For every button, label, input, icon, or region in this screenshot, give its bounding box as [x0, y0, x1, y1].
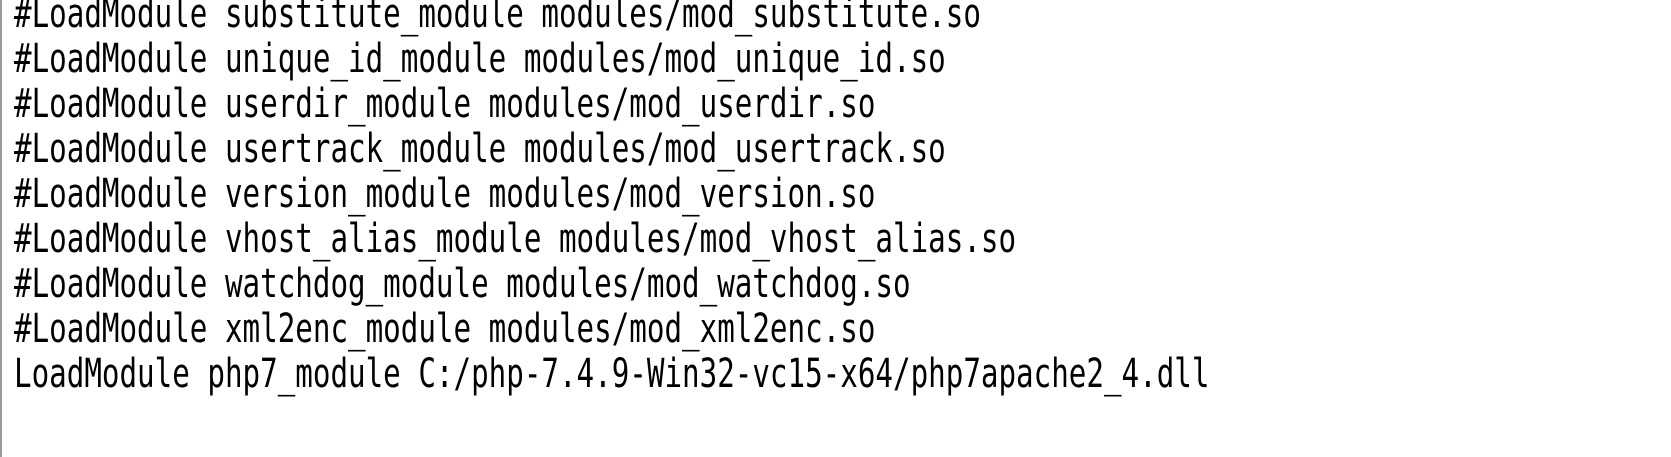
- code-line[interactable]: #LoadModule substitute_module modules/mo…: [14, 0, 981, 37]
- code-line[interactable]: #LoadModule watchdog_module modules/mod_…: [14, 261, 911, 307]
- code-line[interactable]: #LoadModule version_module modules/mod_v…: [14, 171, 876, 217]
- code-line[interactable]: #LoadModule userdir_module modules/mod_u…: [14, 81, 876, 127]
- code-line[interactable]: #LoadModule unique_id_module modules/mod…: [14, 36, 946, 82]
- code-line[interactable]: #LoadModule usertrack_module modules/mod…: [14, 126, 946, 172]
- code-line[interactable]: LoadModule php7_module C:/php-7.4.9-Win3…: [14, 351, 1210, 397]
- code-line[interactable]: #LoadModule xml2enc_module modules/mod_x…: [14, 306, 876, 352]
- code-line[interactable]: #LoadModule vhost_alias_module modules/m…: [14, 216, 1017, 262]
- code-lines: #LoadModule substitute_module modules/mo…: [14, 0, 1652, 397]
